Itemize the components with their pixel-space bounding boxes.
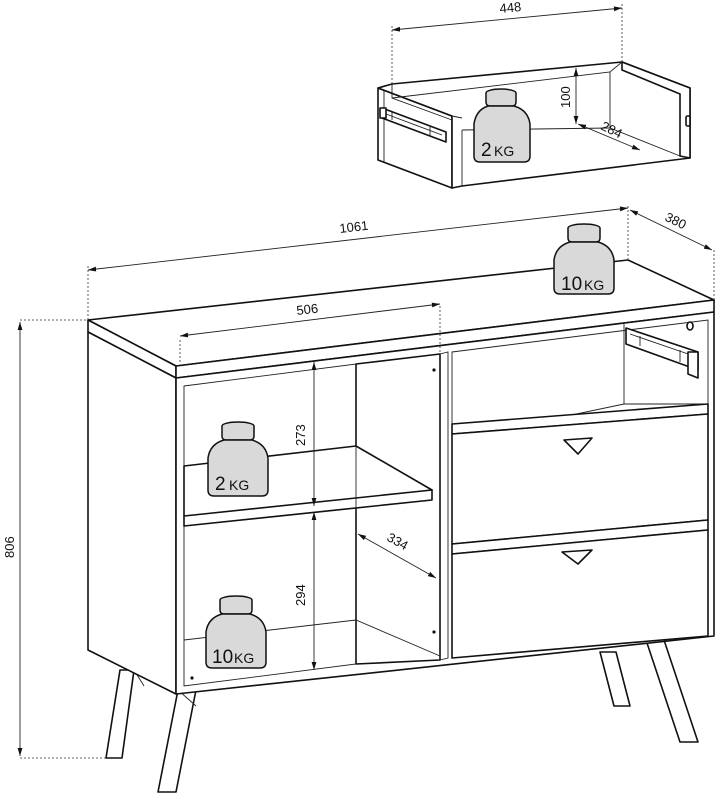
weight-icon: 2 KG (207, 421, 269, 497)
weight-icon: 10 KG (553, 223, 615, 295)
dim-drawer-height: 100 (558, 86, 573, 108)
dim-inner-width: 506 (296, 301, 319, 318)
dim-cabinet-width: 1061 (339, 218, 369, 236)
dim-upper-shelf-height: 273 (293, 424, 308, 446)
weight-unit-drawer: KG (494, 143, 514, 159)
drawer-runner-right (625, 327, 699, 379)
weight-icon: 2 KG (473, 88, 531, 163)
weight-value-bottom: 10 (212, 647, 233, 668)
weight-unit-shelf: KG (229, 477, 249, 493)
weight-icon: 10 KG (205, 595, 267, 669)
dim-cabinet-height: 806 (2, 536, 17, 558)
weight-unit-top: KG (584, 277, 604, 293)
weight-unit-bottom: KG (234, 650, 254, 666)
weight-value-top: 10 (561, 274, 582, 295)
drawer-runner-left (379, 107, 447, 143)
dim-cabinet-depth: 380 (663, 209, 689, 232)
dim-drawer-width: 448 (499, 0, 522, 16)
drawer-detail: 448 100 284 2 KG (377, 0, 691, 189)
dim-lower-shelf-height: 294 (293, 584, 308, 606)
weight-value-shelf: 2 (215, 474, 226, 495)
cabinet (87, 259, 715, 793)
cabinet-legs (105, 639, 699, 793)
weight-value-drawer: 2 (481, 140, 492, 161)
